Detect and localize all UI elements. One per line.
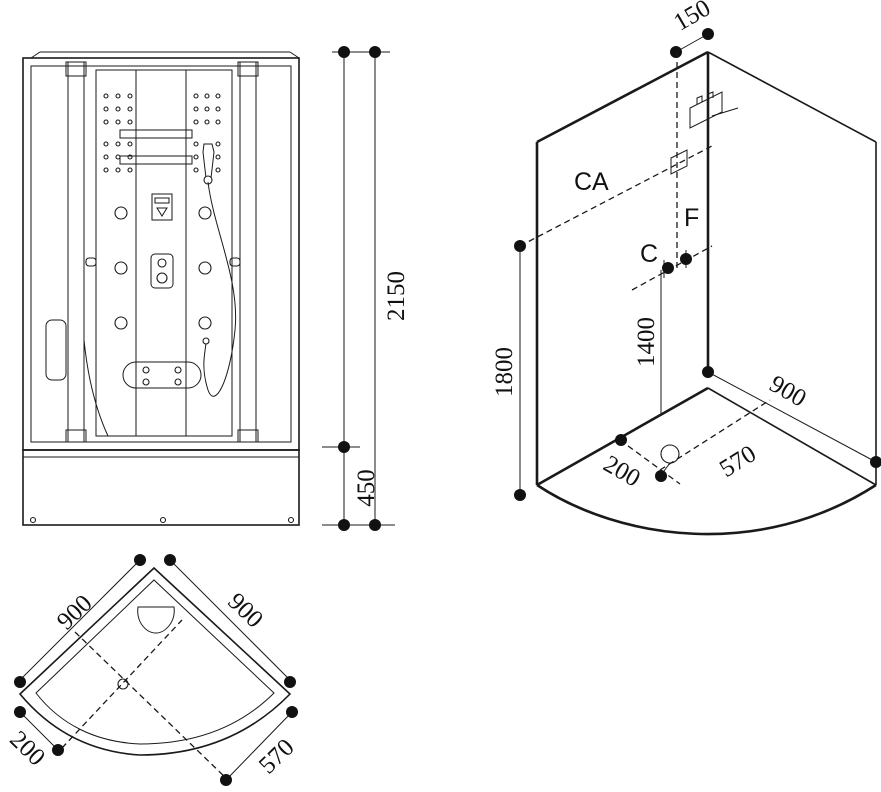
front-view: 2150 450: [22, 46, 410, 531]
side-jet: [198, 261, 212, 275]
tray-outline: [18, 566, 292, 756]
floor-right-edge: [707, 387, 877, 486]
shower-hose: [203, 181, 237, 397]
dim-plan-offset: 200: [4, 726, 50, 771]
tray-inner-outline: [35, 579, 275, 745]
electric-outlet: [670, 149, 688, 175]
iso-view: 900 150 CA 1800 C F 1400: [491, 0, 881, 536]
side-jet: [114, 316, 128, 330]
dim-total-height: 2150: [383, 271, 410, 321]
label-electric: CA: [574, 168, 609, 196]
dim-iso-electric-height: 1800: [491, 347, 518, 397]
cabin-inner-frame: [30, 65, 292, 443]
dim-iso-drain-distance: 570: [715, 440, 761, 483]
body-jets-right: [193, 93, 221, 173]
drain-iso: [660, 444, 680, 464]
body-jets-left: [103, 93, 133, 173]
right-wall-top: [707, 51, 877, 143]
floor-curved-front: [536, 483, 877, 536]
right-door-post: [239, 61, 257, 443]
plan-view: 900 900 200 570: [4, 554, 300, 786]
side-jet: [198, 206, 212, 220]
side-mirror: [45, 319, 67, 381]
shower-tray: [22, 449, 300, 526]
dim-tray-height: 450: [353, 469, 380, 507]
dim-iso-drain-offset: 200: [599, 450, 645, 492]
shelf-upper: [119, 129, 193, 139]
left-door-post: [67, 61, 85, 443]
label-hot-water: F: [684, 204, 699, 232]
side-jet: [198, 316, 212, 330]
control-panel: [151, 193, 173, 221]
dim-iso-mixer-height: 1400: [633, 317, 660, 367]
left-wall-top: [536, 50, 709, 144]
side-jet: [114, 206, 128, 220]
seat: [122, 361, 202, 389]
hand-shower-holder: [202, 143, 215, 179]
shelf-lower: [119, 155, 193, 165]
mixer-valve: [150, 253, 174, 289]
side-jet: [114, 261, 128, 275]
dim-plan-drain: 570: [254, 734, 300, 779]
electric-box: [689, 91, 723, 129]
back-panel: [95, 69, 233, 437]
left-door-handle: [85, 257, 97, 267]
seat-plan: [137, 606, 175, 634]
label-cold-water: C: [640, 240, 658, 268]
dim-plan-side-b: 900: [222, 588, 268, 633]
